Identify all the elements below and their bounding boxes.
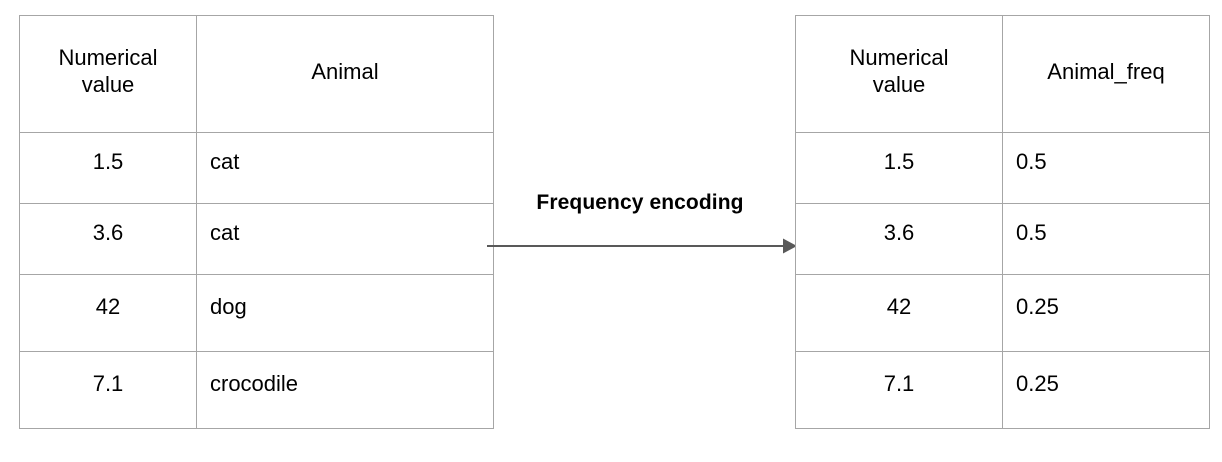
encoded-cell-numerical-value: 1.5 bbox=[795, 132, 1003, 204]
encoded-cell-numerical-value: 3.6 bbox=[795, 203, 1003, 275]
encoded-header-animal-freq-label: Animal_freq bbox=[1047, 58, 1165, 84]
transform-annotation: Frequency encoding bbox=[487, 190, 797, 260]
encoded-table-header-row: Numerical value Animal_freq bbox=[795, 15, 1210, 133]
encoded-freq-1: 0.5 bbox=[1016, 220, 1047, 245]
encoded-header-numerical-value: Numerical value bbox=[795, 15, 1003, 133]
encoded-freq-3: 0.25 bbox=[1016, 371, 1059, 396]
source-cell-animal: cat bbox=[196, 132, 494, 204]
encoded-cell-animal-freq: 0.5 bbox=[1002, 203, 1210, 275]
source-animal-3: crocodile bbox=[210, 371, 299, 396]
table-row: 42 0.25 bbox=[795, 274, 1210, 352]
encoded-cell-animal-freq: 0.25 bbox=[1002, 274, 1210, 352]
encoded-header-numerical-value-label: Numerical value bbox=[849, 45, 949, 97]
encoded-cell-numerical-value: 42 bbox=[795, 274, 1003, 352]
source-cell-numerical-value: 7.1 bbox=[19, 351, 197, 429]
source-value-2: 42 bbox=[95, 294, 121, 319]
encoded-cell-numerical-value: 7.1 bbox=[795, 351, 1003, 429]
source-cell-animal: crocodile bbox=[196, 351, 494, 429]
table-row: 3.6 0.5 bbox=[795, 203, 1210, 275]
arrow-right-icon bbox=[487, 238, 797, 254]
encoded-table: Numerical value Animal_freq 1.5 0.5 bbox=[795, 15, 1210, 429]
source-header-animal-label: Animal bbox=[311, 58, 379, 84]
source-cell-animal: dog bbox=[196, 274, 494, 352]
source-cell-animal: cat bbox=[196, 203, 494, 275]
table-row: 7.1 0.25 bbox=[795, 351, 1210, 429]
source-animal-2: dog bbox=[210, 294, 247, 319]
encoded-freq-2: 0.25 bbox=[1016, 294, 1059, 319]
table-row: 42 dog bbox=[19, 274, 494, 352]
source-value-3: 7.1 bbox=[92, 371, 124, 396]
encoded-value-2: 42 bbox=[886, 294, 912, 319]
table-row: 1.5 0.5 bbox=[795, 132, 1210, 204]
encoded-value-0: 1.5 bbox=[883, 149, 915, 174]
source-value-0: 1.5 bbox=[92, 149, 124, 174]
table-row: 3.6 cat bbox=[19, 203, 494, 275]
table-row: 1.5 cat bbox=[19, 132, 494, 204]
source-table: Numerical value Animal 1.5 cat bbox=[19, 15, 494, 429]
transform-label: Frequency encoding bbox=[536, 191, 744, 214]
source-animal-0: cat bbox=[210, 149, 240, 174]
source-header-animal: Animal bbox=[196, 15, 494, 133]
encoded-header-animal-freq: Animal_freq bbox=[1002, 15, 1210, 133]
source-table-header-row: Numerical value Animal bbox=[19, 15, 494, 133]
source-header-numerical-value: Numerical value bbox=[19, 15, 197, 133]
encoded-cell-animal-freq: 0.25 bbox=[1002, 351, 1210, 429]
source-cell-numerical-value: 1.5 bbox=[19, 132, 197, 204]
encoded-freq-0: 0.5 bbox=[1016, 149, 1047, 174]
encoded-cell-animal-freq: 0.5 bbox=[1002, 132, 1210, 204]
source-animal-1: cat bbox=[210, 220, 240, 245]
source-cell-numerical-value: 3.6 bbox=[19, 203, 197, 275]
encoded-value-1: 3.6 bbox=[883, 220, 915, 245]
source-cell-numerical-value: 42 bbox=[19, 274, 197, 352]
table-row: 7.1 crocodile bbox=[19, 351, 494, 429]
source-value-1: 3.6 bbox=[92, 220, 124, 245]
encoded-value-3: 7.1 bbox=[883, 371, 915, 396]
source-header-numerical-value-label: Numerical value bbox=[58, 45, 158, 97]
